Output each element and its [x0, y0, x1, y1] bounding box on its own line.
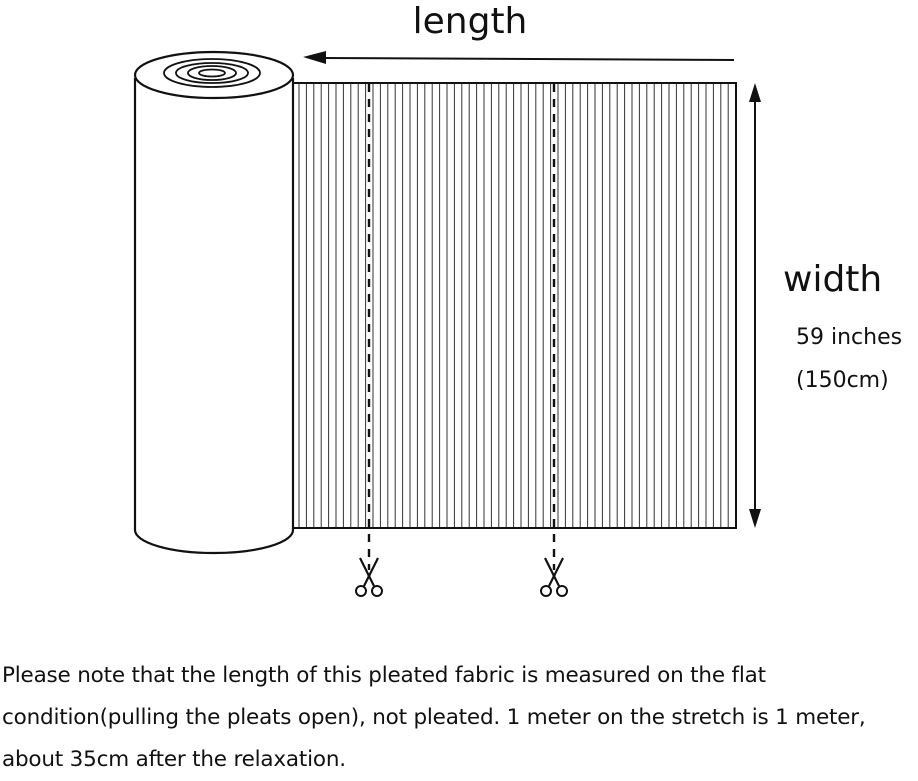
roll-ring-3 — [187, 65, 237, 81]
length-arrow — [303, 51, 735, 64]
fabric-sheet — [292, 82, 737, 529]
roll-ring-1 — [163, 58, 261, 88]
diagram-canvas — [133, 50, 761, 597]
scissors-icon — [355, 557, 383, 597]
roll-body — [133, 78, 295, 555]
measurement-note: Please note that the length of this plea… — [2, 663, 866, 772]
roll-ring-4 — [198, 68, 226, 78]
scissors-icon — [540, 557, 568, 597]
length-label: length — [412, 1, 528, 42]
width-label: width — [783, 259, 883, 300]
roll-ring-2 — [175, 62, 249, 84]
fabric-roll — [133, 50, 295, 555]
pleat-lines — [298, 84, 729, 527]
width-inches-label: 59 inches — [796, 325, 903, 350]
width-arrow — [749, 83, 761, 528]
cut-lines — [367, 84, 556, 570]
width-cm-label: (150cm) — [796, 368, 889, 393]
